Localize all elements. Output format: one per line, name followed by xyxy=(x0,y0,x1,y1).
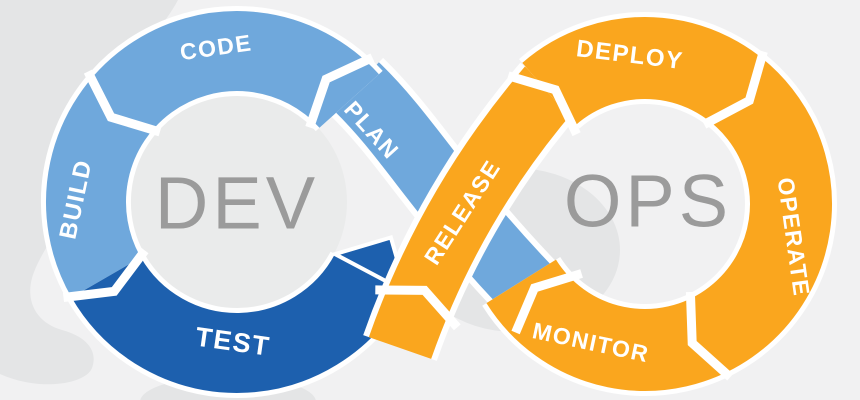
chevron-plan-code xyxy=(305,53,375,129)
plan-ribbon xyxy=(332,62,569,330)
chevron-release-deploy xyxy=(506,71,581,137)
chevron-deploy-operate xyxy=(702,50,768,129)
chevron-monitor-plan xyxy=(511,269,583,335)
test-arc xyxy=(71,253,406,393)
background-blob-left xyxy=(0,0,178,385)
deploy-operate-monitor-arc xyxy=(486,17,832,391)
chevron-operate-monitor xyxy=(685,291,734,381)
release-ribbon xyxy=(368,66,576,359)
plan-code-build-arc xyxy=(46,11,379,298)
chevron-test-release xyxy=(375,285,461,331)
dev-label: DEV xyxy=(155,162,319,245)
ops-label: OPS xyxy=(564,160,732,243)
chevron-code-build xyxy=(83,69,162,137)
chevron-build-test xyxy=(62,247,149,302)
dev-inner-circle xyxy=(127,92,347,312)
